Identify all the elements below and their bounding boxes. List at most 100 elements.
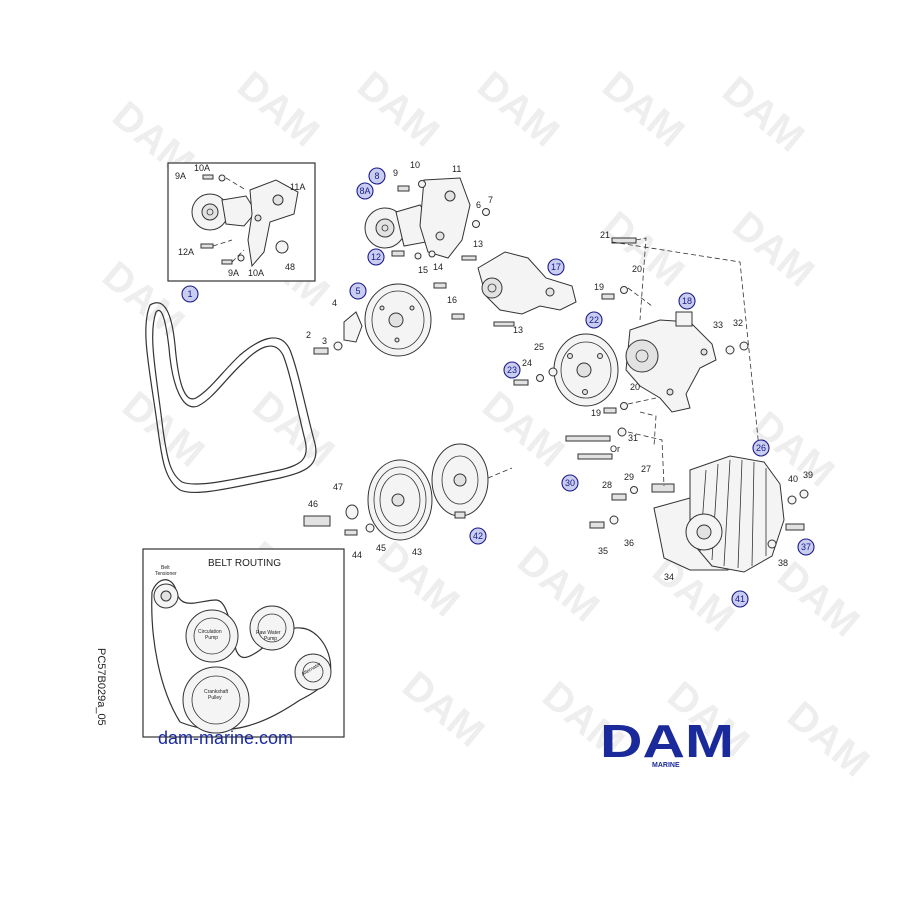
bracket-hole — [272, 194, 284, 206]
label-11: 11 — [452, 164, 461, 174]
pump-housing — [625, 339, 659, 373]
washer-14 — [428, 250, 436, 258]
routing-raw-water-pump — [249, 605, 295, 651]
routing-title: BELT ROUTING — [208, 558, 281, 569]
bolt-44 — [344, 529, 358, 536]
callouts: 1 5 8 8A 12 17 18 22 23 26 30 37 41 42 — [181, 167, 815, 608]
callout-17-text: 17 — [551, 262, 561, 272]
bolt-16 — [451, 313, 465, 320]
callout-22: 22 — [585, 311, 603, 329]
tensioner-pulley-center — [206, 208, 214, 216]
label-9A: 9A — [175, 171, 186, 181]
callout-8-text: 8 — [374, 171, 379, 181]
crank-pulley-lower: 46 47 44 45 43 — [303, 443, 513, 560]
washer-29 — [630, 486, 638, 494]
callout-8A-text: 8A — [359, 186, 370, 196]
bracket-hole — [435, 231, 445, 241]
tensioner-bracket — [247, 179, 299, 268]
watermark: DAM — [509, 538, 607, 630]
washer-10 — [418, 180, 426, 188]
callout-26: 26 — [752, 439, 770, 457]
callout-23-text: 23 — [507, 365, 517, 375]
washer-40 — [787, 495, 797, 505]
pulley-8A-hub — [375, 218, 395, 238]
label-33: 33 — [713, 320, 723, 330]
routing-alternator-inner — [302, 661, 324, 683]
label-35: 35 — [598, 546, 608, 556]
bolt-9A — [202, 174, 214, 180]
pulley-5-bolt-hole — [394, 337, 400, 343]
pulley-8A-center — [381, 224, 389, 232]
label-43: 43 — [412, 547, 422, 557]
callout-42: 42 — [469, 527, 487, 545]
bracket-hole — [545, 287, 555, 297]
bolt-35 — [589, 521, 605, 529]
pulley-43-hub — [391, 493, 405, 507]
hub-plate-4 — [343, 311, 363, 343]
bolt-37 — [785, 523, 805, 531]
callout-37: 37 — [797, 538, 815, 556]
bolt-21 — [611, 237, 637, 244]
label-9: 9 — [393, 168, 398, 178]
washer-20-lower — [620, 402, 628, 410]
routing-crankshaft-label: Pulley — [208, 695, 222, 701]
pulley-5-groove — [371, 290, 425, 350]
alternator-fins — [699, 459, 767, 569]
routing-alternator — [294, 653, 332, 691]
watermark: DAM — [229, 63, 327, 155]
bolt-19 — [601, 293, 615, 300]
routing-crankshaft-label: Crankshaft — [204, 689, 229, 695]
stud-13 — [461, 255, 477, 261]
tensioner-arm — [221, 195, 257, 227]
washer-10A-lower — [237, 254, 245, 262]
washer-47 — [345, 504, 359, 520]
pulley-22-hole — [582, 389, 588, 395]
label-21: 21 — [600, 230, 610, 240]
routing-tensioner-label: Belt — [161, 565, 170, 571]
washer-3 — [333, 341, 343, 351]
bolt-23 — [513, 379, 529, 386]
label-14: 14 — [433, 262, 443, 272]
watermark: DAM — [244, 383, 342, 475]
routing-circulation-label: Pump — [205, 635, 218, 641]
callout-23: 23 — [503, 361, 521, 379]
pulley-43-groove — [379, 473, 421, 527]
leader — [611, 241, 761, 487]
pulley-5-hub — [388, 312, 404, 328]
pulley-5-bolt-hole — [409, 305, 415, 311]
pulley-43-groove — [373, 466, 427, 534]
bolt-12A — [200, 243, 214, 249]
drawing-code: PC57B029a_05 — [95, 648, 107, 726]
pulley-22-groove — [560, 341, 612, 399]
serpentine-belt — [145, 302, 317, 494]
mount-bracket-11 — [419, 177, 471, 259]
label-2: 2 — [306, 330, 311, 340]
bracket-boss-hole — [487, 283, 497, 293]
label-7: 7 — [488, 195, 493, 205]
spacer-27 — [651, 483, 675, 493]
website-link[interactable]: dam-marine.com — [158, 728, 293, 748]
bolt-30 — [565, 435, 611, 442]
pump-outlet — [675, 311, 693, 327]
washer-36 — [609, 515, 619, 525]
label-46: 46 — [308, 499, 318, 509]
washer-45 — [365, 523, 375, 533]
callout-1: 1 — [181, 285, 199, 303]
pump-shaft — [635, 349, 649, 363]
damper-42-ring — [441, 455, 479, 505]
label-36: 36 — [624, 538, 634, 548]
callout-5: 5 — [349, 282, 367, 300]
logo-text: DAM — [600, 715, 734, 767]
circulation-pulley: 24 25 — [513, 333, 619, 407]
callout-1-text: 1 — [187, 289, 192, 299]
label-45: 45 — [376, 543, 386, 553]
alternator-assembly: Or 31 27 29 28 35 36 34 38 40 39 — [565, 241, 813, 582]
bolt-30-alt — [577, 453, 613, 460]
label-16: 16 — [447, 295, 457, 305]
label-10: 10 — [410, 160, 420, 170]
washer-31 — [617, 427, 627, 437]
circulation-pump: 21 20 19 20 19 33 32 — [591, 230, 749, 418]
nut-39 — [799, 489, 809, 499]
belt-routing-inset: BELT ROUTING Belt Tensioner Circulation … — [142, 548, 345, 738]
